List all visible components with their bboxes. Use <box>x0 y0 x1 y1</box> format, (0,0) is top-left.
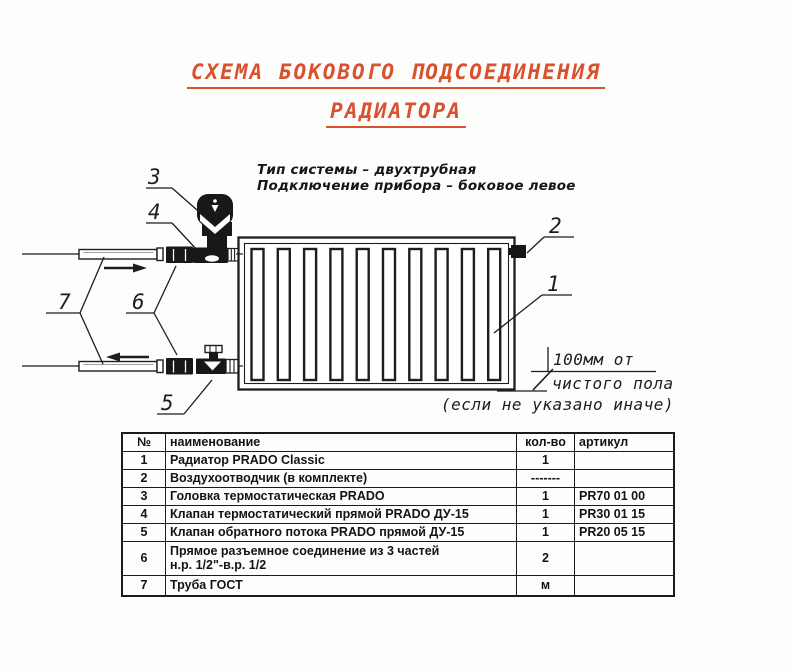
dimension-line-3: (если не указано иначе) <box>441 395 674 414</box>
callout-4: 4 <box>146 200 199 252</box>
row-name: Радиатор PRADO Classic <box>165 451 517 470</box>
callout-7: 7 <box>46 256 105 365</box>
page-title: СХЕМА БОКОВОГО ПОДСОЕДИНЕНИЯ РАДИАТОРА <box>0 60 792 138</box>
row-qty: 2 <box>516 541 575 576</box>
system-type-note: Тип системы – двухтрубная Подключение пр… <box>257 162 576 195</box>
parts-table-header: № наименование кол-во артикул <box>121 432 675 452</box>
row-name: Прямое разъемное соединение из 3 частей … <box>165 541 517 576</box>
callout-1: 1 <box>493 272 572 334</box>
row-name: Клапан обратного потока PRADO прямой ДУ-… <box>165 523 517 542</box>
callout-4-label: 4 <box>148 200 161 224</box>
floor-dimension-note: 100мм от чистого пола (если не указано и… <box>441 347 674 414</box>
row-article <box>574 575 675 597</box>
row-num: 6 <box>121 541 166 576</box>
row-name-line-1: Прямое разъемное соединение из 3 частей <box>170 543 440 558</box>
callout-2-label: 2 <box>549 214 562 238</box>
top-coupling <box>166 246 193 263</box>
callout-2: 2 <box>526 214 574 254</box>
title-line-2: РАДИАТОРА <box>326 99 466 128</box>
row-qty: 1 <box>516 487 575 506</box>
callout-6: 6 <box>126 265 178 356</box>
return-valve <box>196 344 239 374</box>
row-num: 4 <box>121 505 166 524</box>
system-type-line: Тип системы – двухтрубная <box>257 162 477 178</box>
air-vent <box>509 245 526 258</box>
dimension-line-2: чистого пола <box>552 374 674 393</box>
flow-arrow-out <box>106 352 149 362</box>
supply-pipe-assembly <box>22 194 243 273</box>
row-name: Воздухоотводчик (в комплекте) <box>165 469 517 488</box>
callout-3-label: 3 <box>147 165 161 189</box>
row-num: 2 <box>121 469 166 488</box>
table-row: 6 Прямое разъемное соединение из 3 часте… <box>121 541 675 576</box>
callout-5-label: 5 <box>161 391 174 415</box>
row-article <box>574 451 675 470</box>
row-name: Головка термостатическая PRADO <box>165 487 517 506</box>
row-qty: 1 <box>516 523 575 542</box>
callout-7-label: 7 <box>58 290 71 314</box>
row-qty: 1 <box>516 451 575 470</box>
thermostatic-head <box>197 194 233 236</box>
callouts: 3 4 7 6 5 <box>46 165 574 415</box>
row-article <box>574 469 675 488</box>
thermostatic-valve <box>193 235 239 263</box>
row-num: 3 <box>121 487 166 506</box>
bottom-coupling <box>166 358 193 375</box>
table-row: 7 Труба ГОСТ м <box>121 575 675 597</box>
connection-type-line: Подключение прибора – боковое левое <box>257 178 576 195</box>
row-qty: 1 <box>516 505 575 524</box>
row-name-line-2: н.р. 1/2"-в.р. 1/2 <box>170 557 267 572</box>
row-qty: ------- <box>516 469 575 488</box>
row-num: 5 <box>121 523 166 542</box>
table-row: 5 Клапан обратного потока PRADO прямой Д… <box>121 523 675 542</box>
header-article: артикул <box>574 432 675 452</box>
radiator-body <box>237 236 516 391</box>
row-article: PR30 01 15 <box>574 505 675 524</box>
row-num: 1 <box>121 451 166 470</box>
dimension-line-1: 100мм от <box>553 350 634 369</box>
row-qty: м <box>516 575 575 597</box>
table-row: 1 Радиатор PRADO Classic 1 <box>121 451 675 470</box>
header-name: наименование <box>165 432 517 452</box>
row-name: Клапан термостатический прямой PRADO ДУ-… <box>165 505 517 524</box>
flow-arrow-in <box>104 263 147 273</box>
table-row: 3 Головка термостатическая PRADO 1 PR70 … <box>121 487 675 506</box>
header-num: № <box>121 432 166 452</box>
callout-6-label: 6 <box>132 290 145 314</box>
title-line-1: СХЕМА БОКОВОГО ПОДСОЕДИНЕНИЯ <box>186 60 605 89</box>
callout-1-label: 1 <box>547 272 560 296</box>
table-row: 2 Воздухоотводчик (в комплекте) ------- <box>121 469 675 488</box>
table-row: 4 Клапан термостатический прямой PRADO Д… <box>121 505 675 524</box>
row-num: 7 <box>121 575 166 597</box>
row-article <box>574 541 675 576</box>
row-name: Труба ГОСТ <box>165 575 517 597</box>
callout-5: 5 <box>157 379 213 415</box>
parts-table: № наименование кол-во артикул 1 Радиатор… <box>121 432 675 597</box>
callout-3: 3 <box>146 165 206 218</box>
return-pipe-assembly <box>22 344 243 375</box>
row-article: PR20 05 15 <box>574 523 675 542</box>
header-qty: кол-во <box>516 432 575 452</box>
row-article: PR70 01 00 <box>574 487 675 506</box>
